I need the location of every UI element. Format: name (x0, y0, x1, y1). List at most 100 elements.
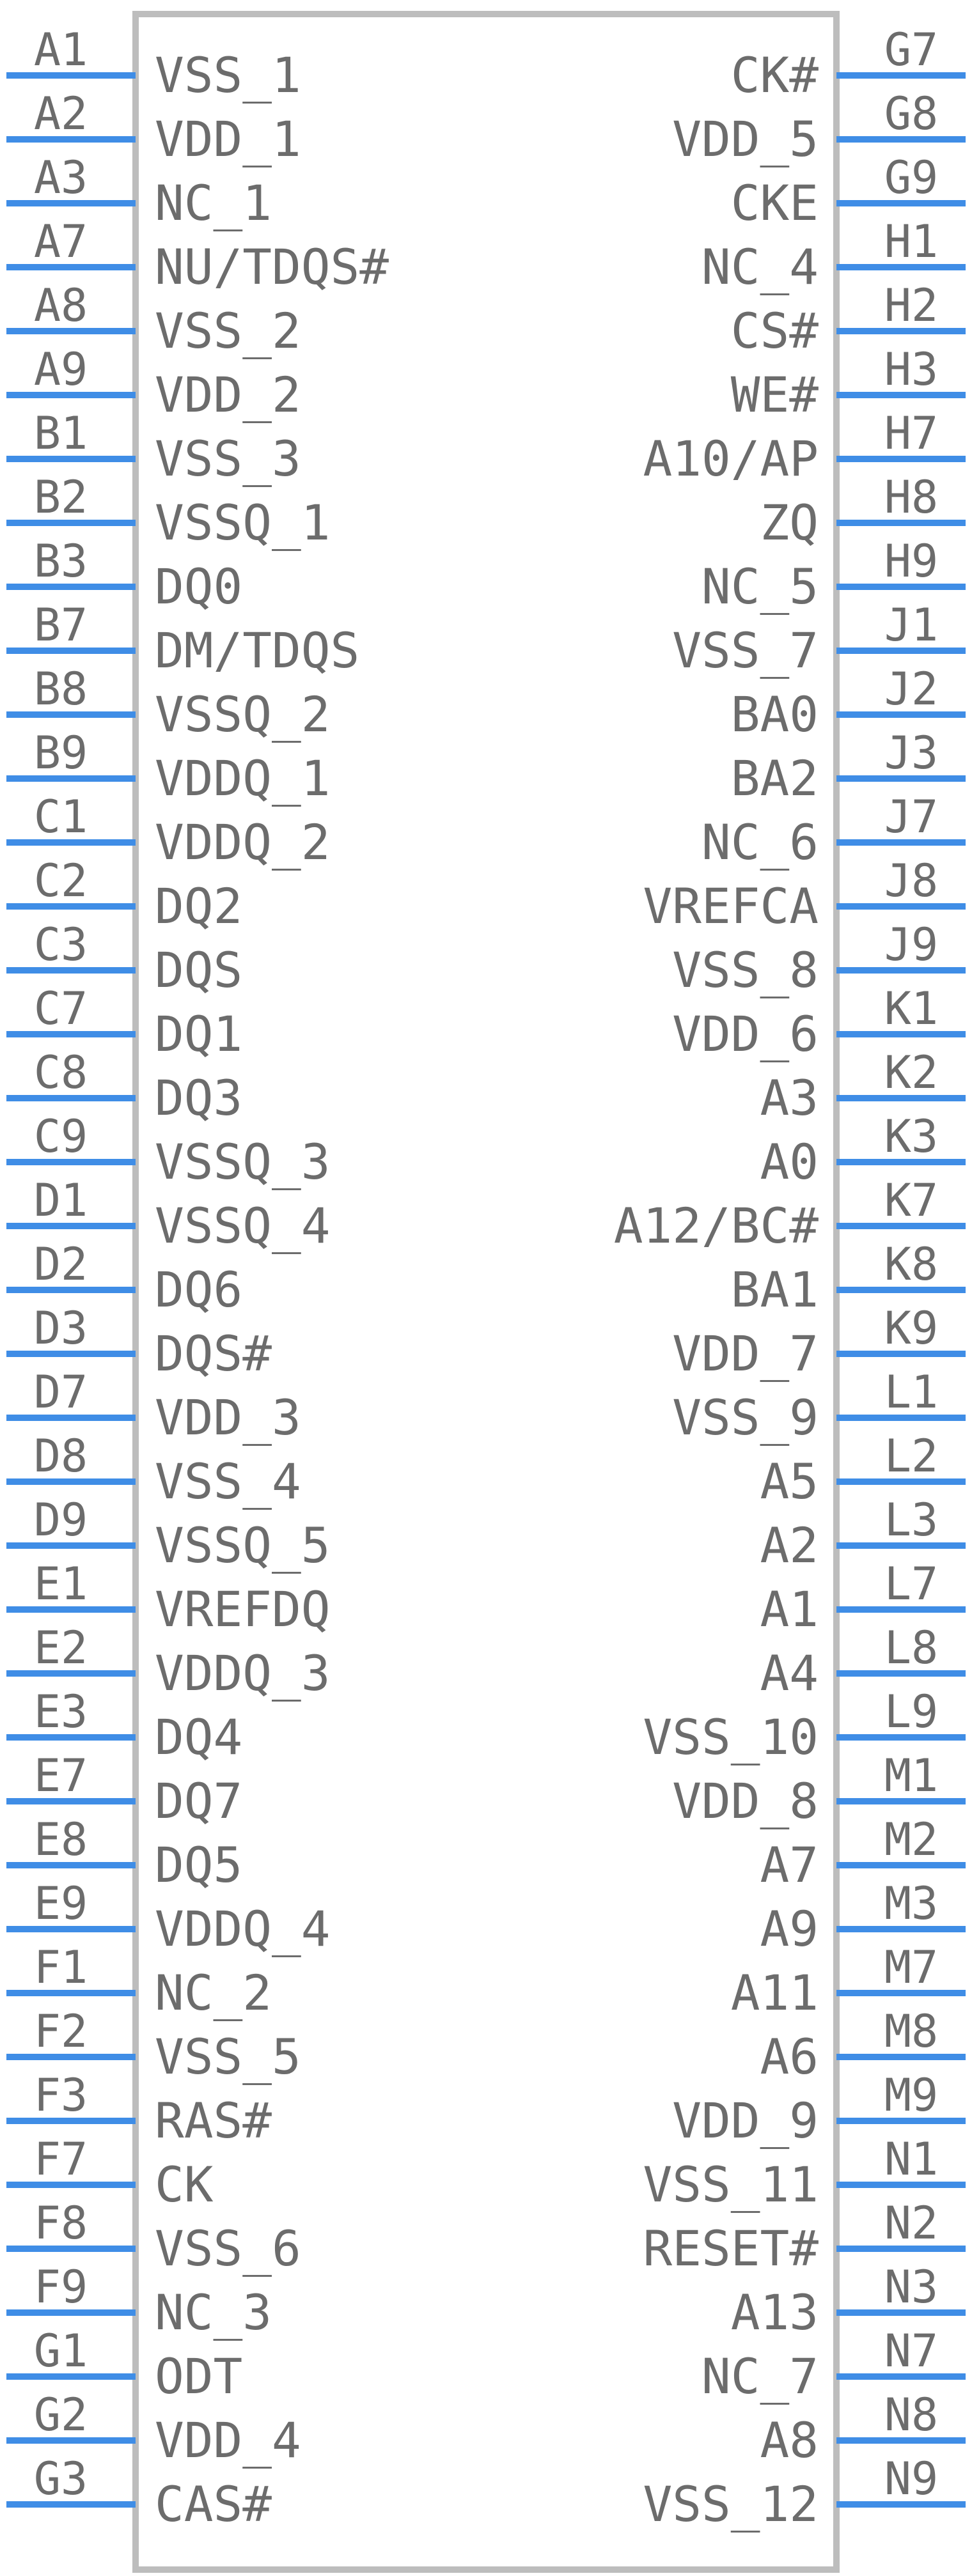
pin-name: DM/TDQS (155, 622, 359, 679)
pin-number: M8 (884, 2005, 938, 2058)
pin-number: E3 (34, 1686, 88, 1738)
pin-number: K3 (884, 1110, 938, 1163)
pin-number: L3 (884, 1494, 938, 1546)
pin-number: L7 (884, 1558, 938, 1610)
pin-name: VSSQ_5 (155, 1517, 331, 1574)
pin-name: DQ2 (155, 878, 242, 935)
pin-name: A7 (760, 1836, 819, 1893)
pin-name: VSS_5 (155, 2028, 301, 2085)
pin-number: F9 (34, 2261, 88, 2313)
pin-number: F1 (34, 1941, 88, 1994)
pin-name: VREFDQ (155, 1581, 331, 1638)
pin-name: VDDQ_3 (155, 1645, 331, 1702)
pin-name: VSSQ_2 (155, 686, 331, 743)
pin-name: DQ6 (155, 1261, 242, 1318)
pin-number: C7 (34, 982, 88, 1035)
pin-number: D3 (34, 1302, 88, 1354)
pin-number: B2 (34, 471, 88, 524)
pin-number: M1 (884, 1750, 938, 1802)
pin-number: K8 (884, 1238, 938, 1291)
pin-number: G2 (34, 2389, 88, 2441)
pin-name: VSS_3 (155, 430, 301, 487)
pin-name: DQS (155, 942, 242, 998)
pin-name: VSS_6 (155, 2220, 301, 2277)
pin-name: CKE (731, 175, 819, 231)
pin-M8: M8 A6 (760, 2005, 966, 2085)
pin-number: G8 (884, 88, 938, 140)
pin-name: NC_5 (702, 558, 819, 615)
pin-name: A10/AP (643, 430, 819, 487)
pin-name: BA0 (731, 686, 819, 743)
pin-name: VSS_9 (672, 1389, 819, 1446)
pin-name: RAS# (155, 2092, 272, 2149)
pin-name: NU/TDQS# (155, 238, 389, 295)
pin-name: VSS_11 (643, 2156, 819, 2213)
pin-name: A6 (760, 2028, 819, 2085)
pin-name: VSS_7 (672, 622, 819, 679)
pin-name: DQ3 (155, 1069, 242, 1126)
pin-name: A8 (760, 2412, 819, 2469)
pin-name: VSSQ_3 (155, 1133, 331, 1190)
pin-number: F8 (34, 2197, 88, 2249)
pin-name: NC_4 (702, 238, 819, 295)
pin-number: L9 (884, 1686, 938, 1738)
pin-name: DQ7 (155, 1773, 242, 1829)
pin-name: VSSQ_4 (155, 1197, 331, 1254)
pin-number: F2 (34, 2005, 88, 2058)
pin-number: B7 (34, 599, 88, 651)
pin-E7: E7 DQ7 (6, 1750, 242, 1829)
pin-number: A2 (34, 88, 88, 140)
pin-number: A8 (34, 279, 88, 332)
pin-number: E8 (34, 1813, 88, 1866)
pin-name: A9 (760, 1900, 819, 1957)
pin-number: F7 (34, 2133, 88, 2185)
pin-number: D8 (34, 1430, 88, 1482)
pin-number: M7 (884, 1941, 938, 1994)
pin-name: VREFCA (643, 878, 819, 935)
pin-B7: B7 DM/TDQS (6, 599, 359, 679)
pin-number: A1 (34, 24, 88, 76)
pin-number: B1 (34, 407, 88, 460)
pin-number: J9 (884, 919, 938, 971)
pin-number: C3 (34, 919, 88, 971)
pin-number: N2 (884, 2197, 938, 2249)
pin-F3: F3 RAS# (6, 2069, 272, 2149)
pin-number: H8 (884, 471, 938, 524)
pin-number: E7 (34, 1750, 88, 1802)
pin-C3: C3 DQS (6, 919, 242, 998)
pin-name: DQ5 (155, 1836, 242, 1893)
pin-number: L8 (884, 1622, 938, 1674)
pin-number: F3 (34, 2069, 88, 2122)
pin-number: D9 (34, 1494, 88, 1546)
pin-number: N3 (884, 2261, 938, 2313)
pin-name: A3 (760, 1069, 819, 1126)
